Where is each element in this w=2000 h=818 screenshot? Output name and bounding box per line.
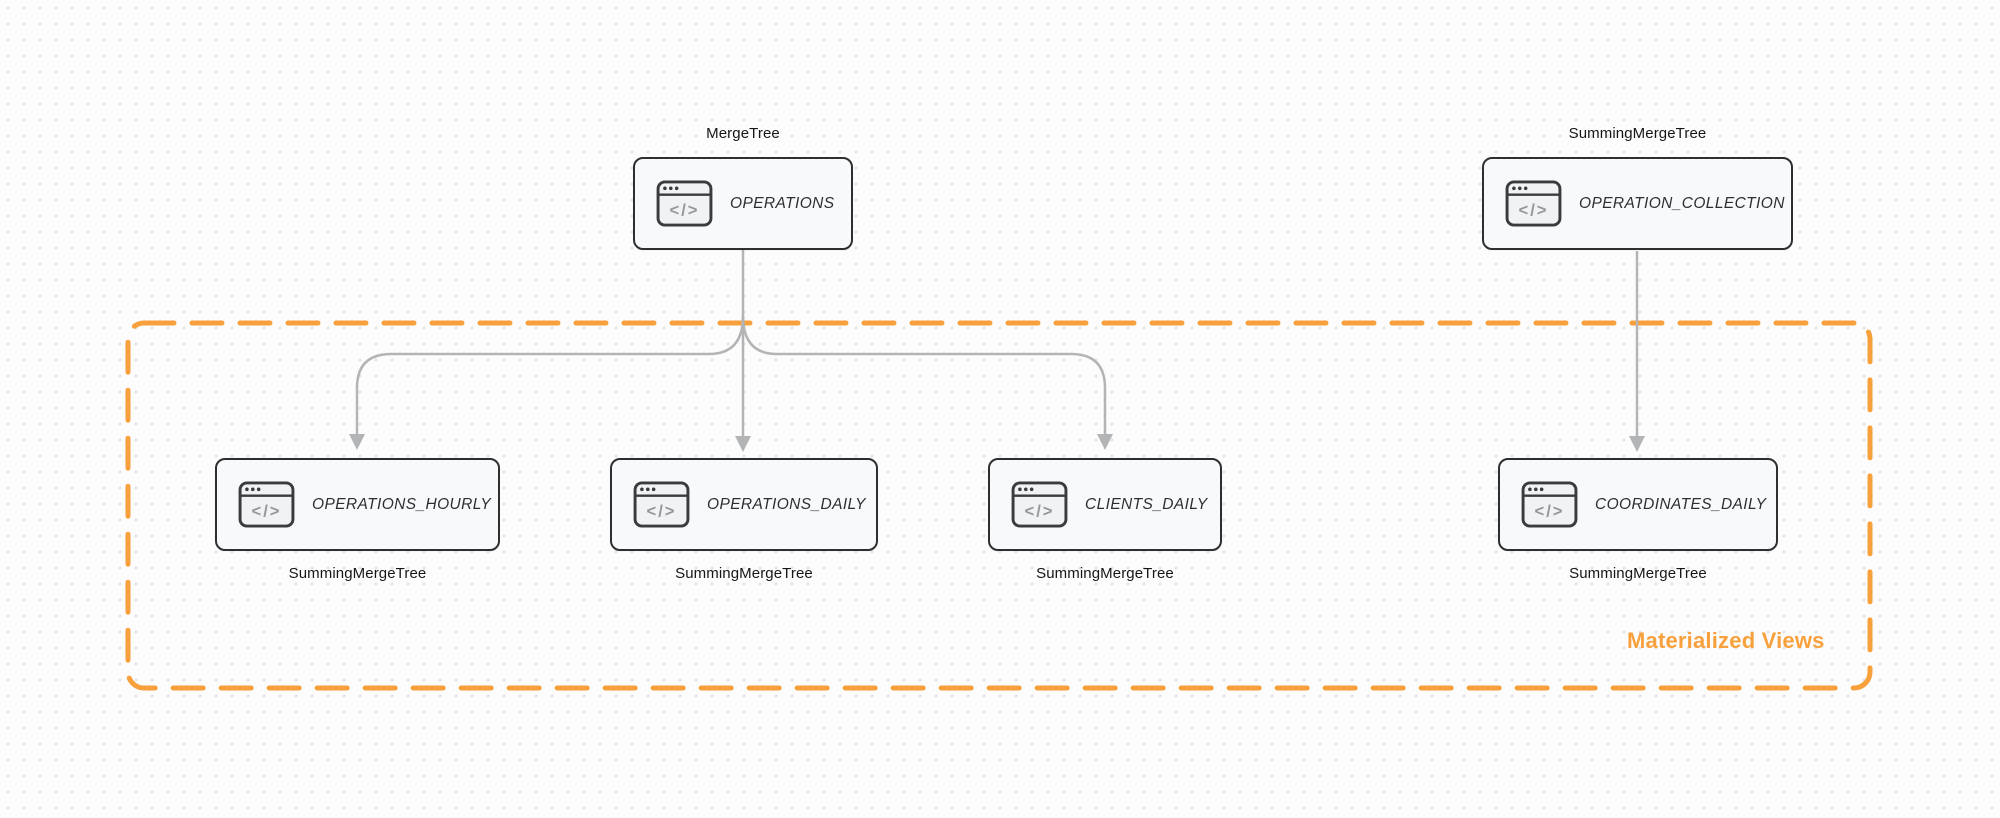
table-name-operations: OPERATIONS — [730, 194, 835, 212]
code-window-icon: </> — [1505, 180, 1562, 227]
node-coordinates-daily: </> COORDINATES_DAILY SummingMergeTree — [1498, 458, 1778, 584]
code-window-icon: </> — [1011, 481, 1068, 528]
node-operations: MergeTree </> OPERATIONS — [633, 124, 853, 250]
table-box-coordinates-daily: </> COORDINATES_DAILY — [1498, 458, 1778, 551]
code-window-icon: </> — [633, 481, 690, 528]
svg-text:</>: </> — [1519, 200, 1549, 219]
table-box-clients-daily: </> CLIENTS_DAILY — [988, 458, 1222, 551]
svg-text:</>: </> — [670, 200, 700, 219]
engine-label-operations-daily: SummingMergeTree — [675, 565, 813, 582]
table-box-operations-hourly: </> OPERATIONS_HOURLY — [215, 458, 500, 551]
svg-text:</>: </> — [1535, 501, 1565, 520]
arrowhead-icon — [349, 434, 365, 450]
svg-text:</>: </> — [647, 501, 677, 520]
node-operations-daily: </> OPERATIONS_DAILY SummingMergeTree — [610, 458, 878, 584]
engine-label-operations: MergeTree — [706, 125, 780, 142]
arrowhead-icon — [735, 436, 751, 452]
arrowhead-icon — [1629, 436, 1645, 452]
materialized-views-label: Materialized Views — [1627, 628, 1825, 653]
engine-label-operations-hourly: SummingMergeTree — [288, 565, 427, 582]
node-operations-hourly: </> OPERATIONS_HOURLY SummingMergeTree — [215, 458, 500, 584]
engine-label-operation-collection: SummingMergeTree — [1568, 125, 1707, 142]
node-clients-daily: </> CLIENTS_DAILY SummingMergeTree — [988, 458, 1222, 584]
table-box-operations-daily: </> OPERATIONS_DAILY — [610, 458, 878, 551]
svg-text:</>: </> — [252, 501, 282, 520]
svg-text:</>: </> — [1025, 501, 1055, 520]
code-window-icon: </> — [656, 180, 713, 227]
arrowhead-icon — [1097, 434, 1113, 450]
materialized-views-boundary — [125, 320, 1873, 691]
engine-label-clients-daily: SummingMergeTree — [1036, 565, 1174, 582]
code-window-icon: </> — [238, 481, 295, 528]
code-window-icon: </> — [1521, 481, 1578, 528]
table-box-operation-collection: </> OPERATION_COLLECTION — [1482, 157, 1793, 250]
flow-arrow-clients-daily — [741, 315, 1107, 435]
engine-label-coordinates-daily: SummingMergeTree — [1569, 565, 1707, 582]
table-name-operations-daily: OPERATIONS_DAILY — [707, 495, 866, 513]
table-name-operation-collection: OPERATION_COLLECTION — [1579, 194, 1785, 212]
flow-arrow-operations-hourly — [355, 315, 745, 435]
table-name-operations-hourly: OPERATIONS_HOURLY — [312, 495, 492, 513]
table-name-coordinates-daily: COORDINATES_DAILY — [1595, 495, 1767, 513]
table-box-operations: </> OPERATIONS — [633, 157, 853, 250]
node-operation-collection: SummingMergeTree </> OPERATION_COLLECTIO… — [1482, 124, 1793, 250]
table-name-clients-daily: CLIENTS_DAILY — [1085, 495, 1208, 513]
